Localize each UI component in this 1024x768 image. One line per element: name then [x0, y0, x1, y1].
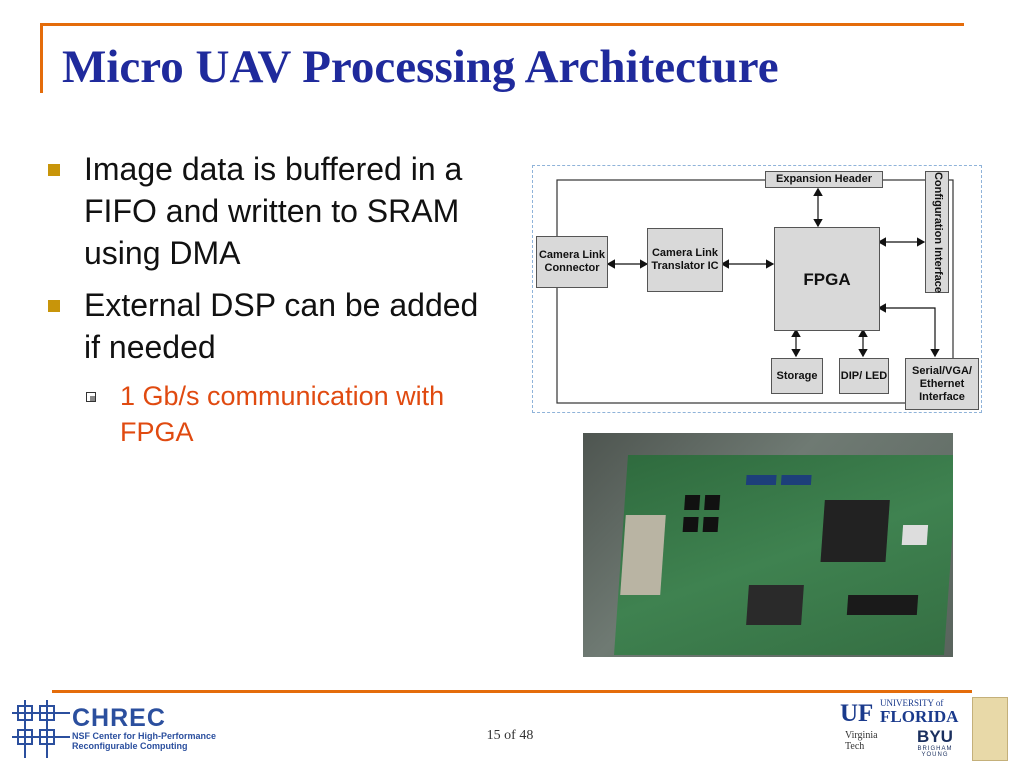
diagram-connectors — [556, 179, 954, 404]
virginia-tech-logo: Virginia Tech — [845, 730, 878, 752]
square-bullet-icon — [48, 164, 60, 176]
ic-chip — [704, 495, 721, 510]
bullet-text: External DSP can be added if needed — [84, 287, 479, 365]
hollow-square-bullet-icon — [86, 392, 96, 402]
footer-line — [52, 690, 972, 693]
arrow-fpga-serial — [877, 303, 940, 358]
fpga-chip — [820, 500, 890, 562]
architecture-block-diagram: Expansion Header Configuration Interface… — [532, 165, 982, 413]
bullet-item: Image data is buffered in a FIFO and wri… — [46, 148, 496, 274]
dip-led-block: DIP/ LED — [839, 358, 889, 394]
bullet-list: Image data is buffered in a FIFO and wri… — [46, 148, 496, 450]
fpga-block: FPGA — [774, 227, 880, 331]
title-frame-top-line — [40, 23, 964, 26]
uf-university-text: UNIVERSITY of — [880, 698, 944, 708]
sub-bullet-text: 1 Gb/s communication with FPGA — [120, 381, 445, 447]
configuration-interface-block: Configuration Interface — [925, 171, 949, 293]
chrec-logo-icon — [12, 700, 70, 758]
bullet-item: External DSP can be added if needed — [46, 284, 496, 368]
slide-title: Micro UAV Processing Architecture — [62, 41, 779, 93]
storage-block: Storage — [771, 358, 823, 394]
uf-florida-text: FLORIDA — [880, 707, 959, 726]
ic-chip — [682, 517, 699, 532]
uf-mark: UF — [840, 700, 874, 727]
page-number: 15 of 48 — [486, 728, 534, 743]
pcb-components — [620, 475, 929, 625]
capacitor — [780, 475, 812, 485]
byu-logo: BYU BRIGHAM YOUNG — [917, 727, 953, 759]
dip-switch — [901, 525, 929, 545]
chrec-subtitle: NSF Center for High-Performance Reconfig… — [72, 731, 217, 751]
pcb-board — [614, 455, 953, 655]
george-washington-university-logo — [972, 697, 1008, 761]
memory-chip — [746, 585, 804, 625]
board-outline — [556, 179, 954, 404]
header-pins — [846, 595, 919, 615]
chrec-name: CHREC — [72, 704, 166, 732]
sub-bullet-item: 1 Gb/s communication with FPGA — [84, 378, 496, 450]
capacitor — [745, 475, 777, 485]
camera-link-translator-block: Camera Link Translator IC — [647, 228, 723, 292]
square-bullet-icon — [48, 300, 60, 312]
camera-link-connector — [620, 515, 666, 595]
camera-link-connector-block: Camera Link Connector — [536, 236, 608, 288]
expansion-header-block: Expansion Header — [765, 171, 883, 188]
serial-vga-ethernet-interface-block: Serial/VGA/ Ethernet Interface — [905, 358, 979, 410]
bullet-text: Image data is buffered in a FIFO and wri… — [84, 151, 463, 271]
title-frame-left-line — [40, 23, 43, 93]
ic-chip — [702, 517, 719, 532]
board-photo — [583, 433, 953, 657]
ic-chip — [684, 495, 701, 510]
